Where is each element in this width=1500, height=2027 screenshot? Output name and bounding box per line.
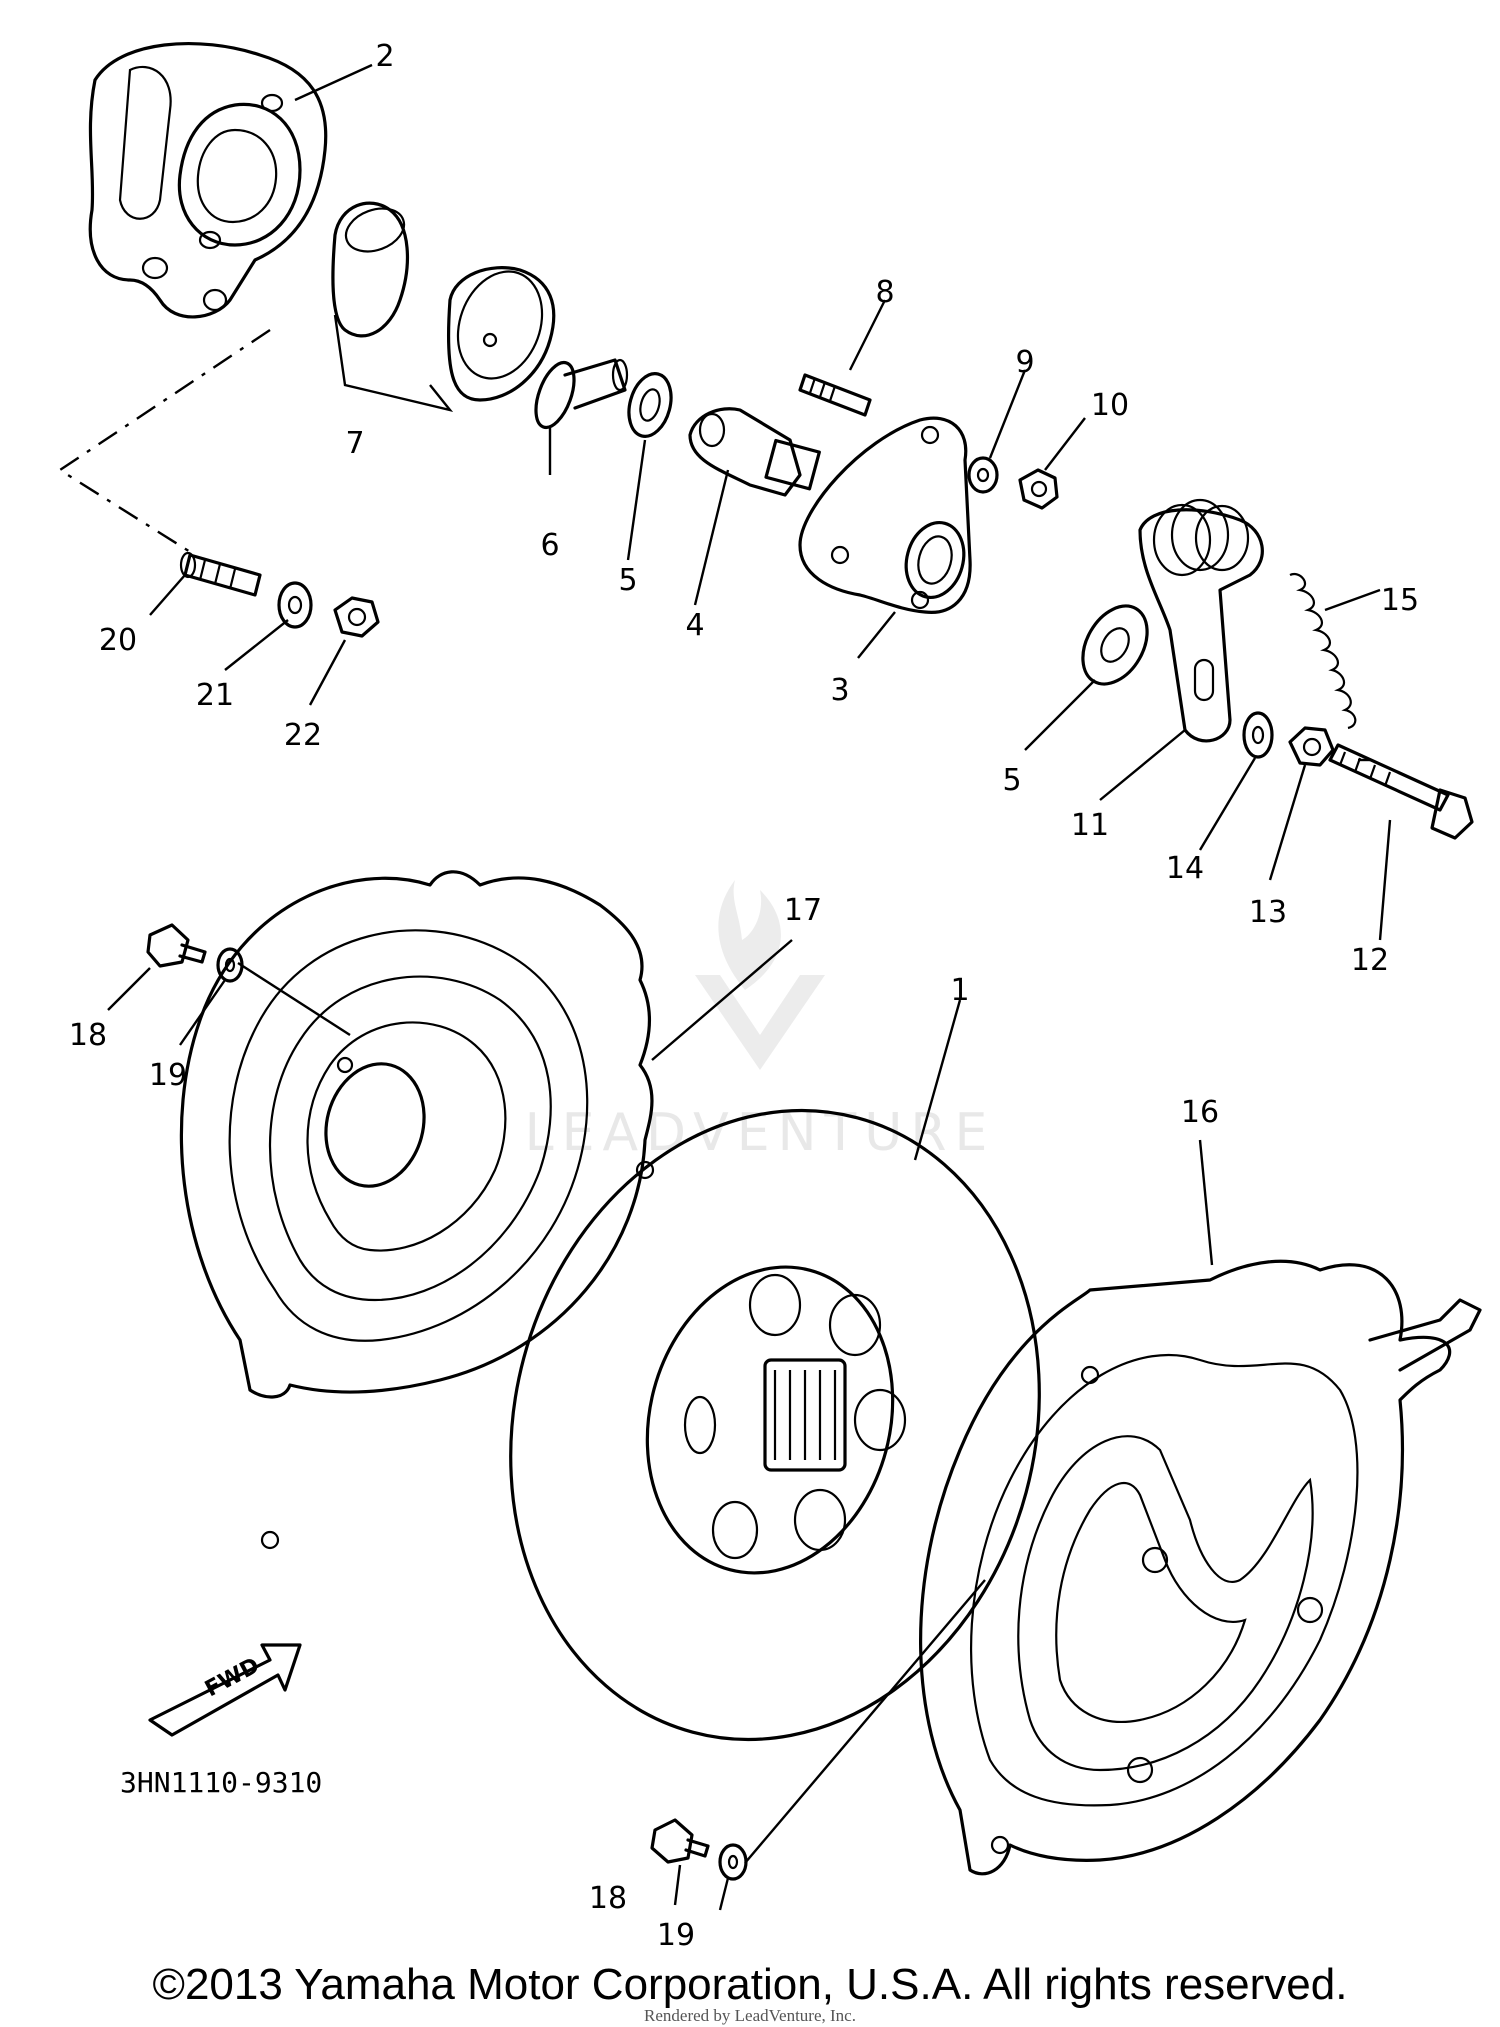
callout-13: 13: [1249, 895, 1287, 930]
part-18-bolt-upper: [146, 923, 207, 968]
callout-12: 12: [1351, 943, 1389, 978]
part-1-disc: [509, 1108, 1041, 1742]
watermark: LEADVENTURE: [525, 880, 996, 1163]
fwd-label: FWD: [201, 1653, 264, 1702]
part-11-lever: [1138, 498, 1264, 743]
part-21-washer: [277, 581, 313, 629]
watermark-text: LEADVENTURE: [525, 1103, 996, 1163]
callout-4: 4: [685, 608, 704, 643]
callout-1: 1: [950, 973, 969, 1008]
callout-8: 8: [875, 275, 894, 310]
callouts: 2 7 6 5 4 3 8 9 10 15 5 11 14 13 12 20 2…: [69, 39, 1419, 1953]
callout-2: 2: [375, 39, 394, 74]
part-19-washer-upper: [216, 947, 244, 983]
part-16-cover: [919, 1259, 1482, 1876]
fwd-arrow-icon: FWD: [148, 1643, 302, 1737]
callout-20: 20: [99, 623, 137, 658]
callout-6: 6: [540, 528, 559, 563]
part-4-shaft: [688, 407, 821, 497]
callout-5-upper: 5: [618, 563, 637, 598]
part-20-stud: [179, 551, 262, 597]
part-2-caliper-bracket: [88, 41, 328, 319]
part-18-bolt-lower: [650, 1818, 710, 1864]
part-5-seal-lower: [1081, 604, 1149, 686]
part-15-spring: [1289, 572, 1357, 730]
part-13-nut: [1288, 726, 1335, 767]
callout-19-lower: 19: [657, 1918, 695, 1953]
part-6-pin: [534, 358, 629, 430]
leader-lines: [57, 63, 1392, 1911]
callout-17: 17: [784, 893, 822, 928]
part-7-pistons: [331, 201, 556, 402]
callout-11: 11: [1071, 808, 1109, 843]
diagram-code: 3HN1110-9310: [120, 1766, 322, 1799]
callout-9: 9: [1015, 345, 1034, 380]
part-22-nut: [333, 596, 380, 638]
part-5-seal-upper: [627, 372, 673, 438]
copyright-notice: ©2013 Yamaha Motor Corporation, U.S.A. A…: [152, 1960, 1348, 2009]
part-14-washer: [1242, 711, 1274, 759]
callout-5-lower: 5: [1002, 763, 1021, 798]
rendered-by-credit: Rendered by LeadVenture, Inc.: [644, 2006, 856, 2025]
part-12-bolt: [1328, 743, 1474, 840]
callout-15: 15: [1381, 583, 1419, 618]
callout-22: 22: [284, 718, 322, 753]
callout-16: 16: [1181, 1095, 1219, 1130]
callout-3: 3: [830, 673, 849, 708]
callout-18-upper: 18: [69, 1018, 107, 1053]
callout-18-lower: 18: [589, 1881, 627, 1916]
part-9-washer: [967, 456, 999, 494]
callout-21: 21: [196, 678, 234, 713]
callout-19-upper: 19: [149, 1058, 187, 1093]
part-19-washer-lower: [718, 1843, 748, 1881]
part-10-nut: [1018, 468, 1059, 510]
part-3-housing: [798, 416, 972, 614]
part-8-stud: [798, 373, 872, 417]
callout-10: 10: [1091, 388, 1129, 423]
callout-7: 7: [345, 426, 364, 461]
callout-14: 14: [1166, 851, 1204, 886]
